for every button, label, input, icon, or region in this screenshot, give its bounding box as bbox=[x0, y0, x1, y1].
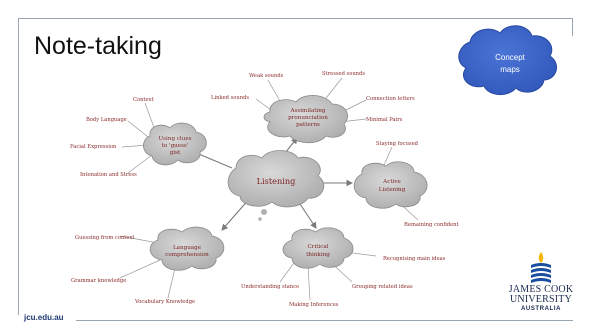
center-node-label: Listening bbox=[257, 176, 296, 186]
node-active: Active Listening bbox=[353, 161, 428, 209]
slide-frame-right bbox=[572, 18, 573, 36]
concept-maps-bubble: Concept maps bbox=[458, 25, 558, 95]
node-assimilating-line2: pronunciation bbox=[288, 115, 328, 121]
leaf-understanding-stance: Understanding stance bbox=[241, 284, 299, 290]
node-assimilating-line3: patterns bbox=[296, 122, 320, 128]
node-critical-line1: Critical bbox=[307, 244, 328, 250]
leaf-stressed-sounds: Stressed sounds bbox=[322, 71, 365, 77]
leaf-vocabulary-knowledge: Vocabulary Knowledge bbox=[134, 299, 195, 305]
node-assimilating: Assimilating pronunciation patterns bbox=[263, 95, 348, 144]
leaf-linked-sounds: Linked sounds bbox=[211, 95, 249, 101]
leaf-context: Context bbox=[133, 97, 155, 103]
slide-frame-top bbox=[18, 18, 573, 19]
logo-line1: JAMES COOK bbox=[508, 284, 574, 295]
leaf-connection-letters: Connection letters bbox=[366, 96, 415, 102]
slide-title: Note-taking bbox=[34, 32, 162, 60]
leaf-minimal-pairs: Minimal Pairs bbox=[366, 117, 403, 123]
jcu-logo-wordmark: JAMES COOK UNIVERSITY AUSTRALIA bbox=[503, 284, 579, 313]
slide-frame-left bbox=[18, 18, 19, 315]
node-assimilating-line1: Assimilating bbox=[289, 108, 325, 114]
node-critical: Critical thinking bbox=[282, 227, 354, 269]
node-language-line1: Language bbox=[173, 245, 202, 251]
node-active-line1: Active bbox=[382, 179, 401, 185]
logo-line3: AUSTRALIA bbox=[520, 306, 562, 312]
leaf-guessing-context: Guessing from context bbox=[75, 235, 135, 241]
leaf-intonation-stress: Intonation and Stress bbox=[80, 172, 137, 178]
node-clues-line3: gist bbox=[170, 150, 181, 156]
concept-maps-line1: Concept bbox=[495, 53, 526, 62]
leaf-grouping-related-ideas: Grouping related ideas bbox=[352, 284, 413, 290]
leaf-weak-sounds: Weak sounds bbox=[249, 73, 284, 79]
node-critical-line2: thinking bbox=[306, 252, 330, 258]
leaf-making-inferences: Making Inferences bbox=[289, 302, 339, 308]
jcu-logo-emblem bbox=[531, 252, 551, 283]
node-clues: Using clues to 'guess' gist bbox=[143, 122, 207, 166]
leaf-recognising-main-ideas: Recognising main ideas bbox=[383, 256, 446, 262]
leaf-grammar-knowledge: Grammar knowledge bbox=[71, 278, 126, 284]
footer-url: jcu.edu.au bbox=[24, 313, 64, 322]
node-clues-line1: Using clues bbox=[158, 136, 191, 142]
concept-maps-line2: maps bbox=[500, 65, 520, 74]
logo-line2: UNIVERSITY bbox=[510, 294, 572, 305]
footer-divider bbox=[76, 320, 573, 321]
leaf-facial-expression: Facial Expression bbox=[70, 144, 117, 150]
leaf-staying-focused: Staying focused bbox=[376, 141, 419, 147]
node-clues-line2: to 'guess' bbox=[162, 143, 189, 149]
leaf-body-language: Body Language bbox=[86, 117, 127, 123]
center-node-listening: Listening bbox=[227, 150, 325, 221]
node-language-line2: comprehension bbox=[165, 252, 209, 258]
node-active-line2: Listening bbox=[379, 187, 406, 193]
leaf-remaining-confident: Remaining confident bbox=[404, 222, 460, 228]
node-language: Language comprehension bbox=[149, 226, 225, 271]
